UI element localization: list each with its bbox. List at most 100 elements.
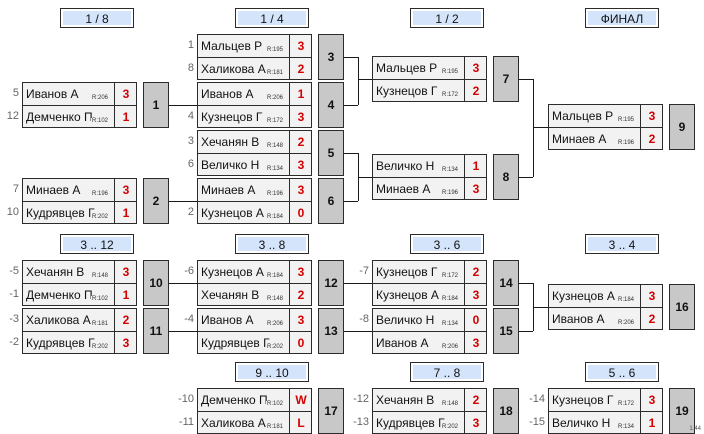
match-number: 17 <box>318 388 344 434</box>
player-rating: R:148 <box>91 273 110 279</box>
player-rating: R:206 <box>266 321 285 327</box>
player-score: 2 <box>289 131 312 153</box>
player-score: 3 <box>640 285 663 307</box>
version-label: 1.44 <box>689 426 701 432</box>
match-number: 7 <box>493 56 519 102</box>
seed-label: -6 <box>184 265 194 277</box>
player-name: Хечанян В <box>201 135 260 149</box>
player-name: Минаев А <box>201 183 256 197</box>
match-number: 1 <box>143 82 169 128</box>
connector-line <box>169 283 197 284</box>
player-name: Минаев А <box>26 183 81 197</box>
match-number: 10 <box>143 260 169 306</box>
player-name: Хечанян В <box>376 393 435 407</box>
player-score: 2 <box>464 261 487 283</box>
seed-label: -7 <box>359 265 369 277</box>
player-score: 1 <box>289 83 312 105</box>
match-number: 2 <box>143 178 169 224</box>
player-score: 3 <box>114 332 137 354</box>
player-rating: R:196 <box>441 190 460 196</box>
player-rating: R:134 <box>266 166 285 172</box>
player-name: Величко Н <box>552 416 611 430</box>
player-score: 3 <box>640 105 663 127</box>
connector-line <box>533 79 534 177</box>
match-number: 16 <box>669 284 695 330</box>
player-name: Мальцев Р <box>201 39 263 53</box>
seed-label: 12 <box>6 110 19 122</box>
player-score: 3 <box>289 106 312 128</box>
seed-label: -3 <box>9 313 19 325</box>
player-score: 2 <box>114 309 137 331</box>
player-score: 3 <box>114 83 137 105</box>
player-name: Халикова А <box>26 313 91 327</box>
player-rating: R:172 <box>617 401 636 407</box>
player-name: Кузнецов Г <box>201 110 263 124</box>
player-score: 0 <box>289 202 312 224</box>
player-rating: R:195 <box>266 47 285 53</box>
player-rating: R:202 <box>266 344 285 350</box>
player-name: Кузнецов А <box>376 288 439 302</box>
connector-line <box>344 331 372 332</box>
seed-label: -14 <box>529 393 545 405</box>
player-rating: R:202 <box>91 344 110 350</box>
player-score: 1 <box>114 284 137 306</box>
player-score: 2 <box>464 80 487 102</box>
connector-line <box>344 105 358 106</box>
player-name: Минаев А <box>376 182 431 196</box>
round-header-9-10: 9 .. 10 <box>235 362 309 382</box>
player-rating: R:202 <box>441 424 460 430</box>
match-number: 3 <box>318 34 344 80</box>
player-rating: R:148 <box>441 401 460 407</box>
player-score: 1 <box>464 155 487 177</box>
player-score: 2 <box>640 308 663 330</box>
seed-label: -1 <box>9 288 19 300</box>
round-header-final: ФИНАЛ <box>585 8 659 28</box>
player-score: 3 <box>464 332 487 354</box>
player-rating: R:148 <box>266 296 285 302</box>
match-number: 19 <box>669 388 695 434</box>
